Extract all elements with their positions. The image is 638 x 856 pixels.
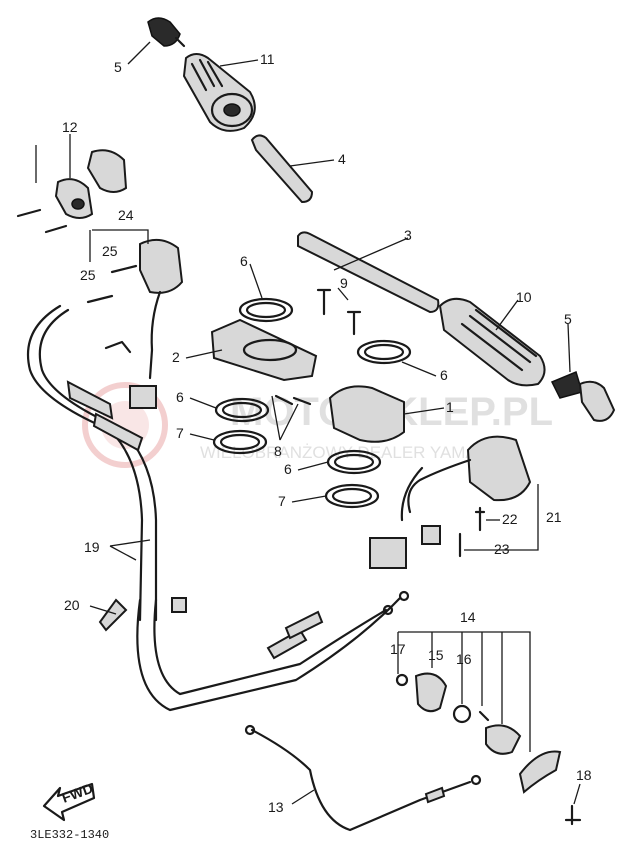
drawing-code: 3LE332-1340: [30, 828, 109, 842]
right-handlebar-switch: [369, 435, 532, 569]
fwd-label: FWD: [60, 780, 95, 806]
callout-10: 10: [516, 289, 532, 305]
callout-20: 20: [64, 597, 80, 613]
left-grip: [438, 297, 546, 387]
callout-13: 13: [268, 799, 284, 815]
callout-5b: 5: [564, 311, 572, 327]
callout-14: 14: [460, 609, 476, 625]
bar-end-weight-right: [550, 370, 616, 422]
callout-12: 12: [62, 119, 78, 135]
callout-6c: 6: [176, 389, 184, 405]
callout-19: 19: [84, 539, 100, 555]
ring-7a: [212, 429, 268, 455]
callout-24: 24: [118, 207, 134, 223]
throttle-cables: [136, 590, 410, 712]
ring-6a: [238, 297, 294, 323]
callout-17: 17: [390, 641, 406, 657]
bolts-9: [316, 288, 362, 336]
handlebar: [297, 231, 440, 314]
ring-6b: [356, 339, 412, 365]
throttle-tube: [250, 134, 314, 204]
fwd-arrow-icon: FWD: [42, 780, 96, 822]
leader-lines: [69, 41, 581, 805]
throttle-grip: [182, 53, 256, 132]
callout-2: 2: [172, 349, 180, 365]
center-holder: [274, 385, 405, 443]
callout-7b: 7: [278, 493, 286, 509]
callout-9: 9: [340, 275, 348, 291]
callout-11: 11: [260, 51, 275, 67]
callout-4: 4: [338, 151, 346, 167]
callout-7a: 7: [176, 425, 184, 441]
ring-6c: [214, 397, 270, 423]
lever-assembly-14: [395, 672, 582, 826]
callout-15: 15: [428, 647, 444, 663]
callout-21: 21: [546, 509, 562, 525]
lever-holder-15: [414, 672, 448, 713]
callout-8: 8: [274, 443, 282, 459]
callout-25a: 25: [102, 243, 118, 259]
callout-5a: 5: [114, 59, 122, 75]
callout-6a: 6: [240, 253, 248, 269]
left-handlebar-switch: [86, 238, 184, 409]
callout-22: 22: [502, 511, 518, 527]
choke-cable: [244, 724, 482, 832]
callout-23: 23: [494, 541, 510, 557]
callout-16: 16: [456, 651, 472, 667]
callout-6d: 6: [284, 461, 292, 477]
watermark-tagline: WIELOBRANŻOWY DEALER YAMAHA: [200, 443, 501, 462]
bar-end-weight-top: [147, 17, 186, 48]
callout-numbers: 5 11 4 12 24 25 25 3 6 9 10 5 2 6 6 7 8 …: [62, 51, 592, 815]
handlebar-holder-bracket: [210, 318, 318, 382]
cables-left: [26, 304, 187, 632]
callout-18: 18: [576, 767, 592, 783]
connector: [369, 537, 407, 569]
callout-3: 3: [404, 227, 412, 243]
ring-set: [212, 297, 412, 509]
clutch-holder-clamp: [16, 145, 128, 234]
callout-25b: 25: [80, 267, 96, 283]
callout-1: 1: [446, 399, 454, 415]
callout-6b: 6: [440, 367, 448, 383]
